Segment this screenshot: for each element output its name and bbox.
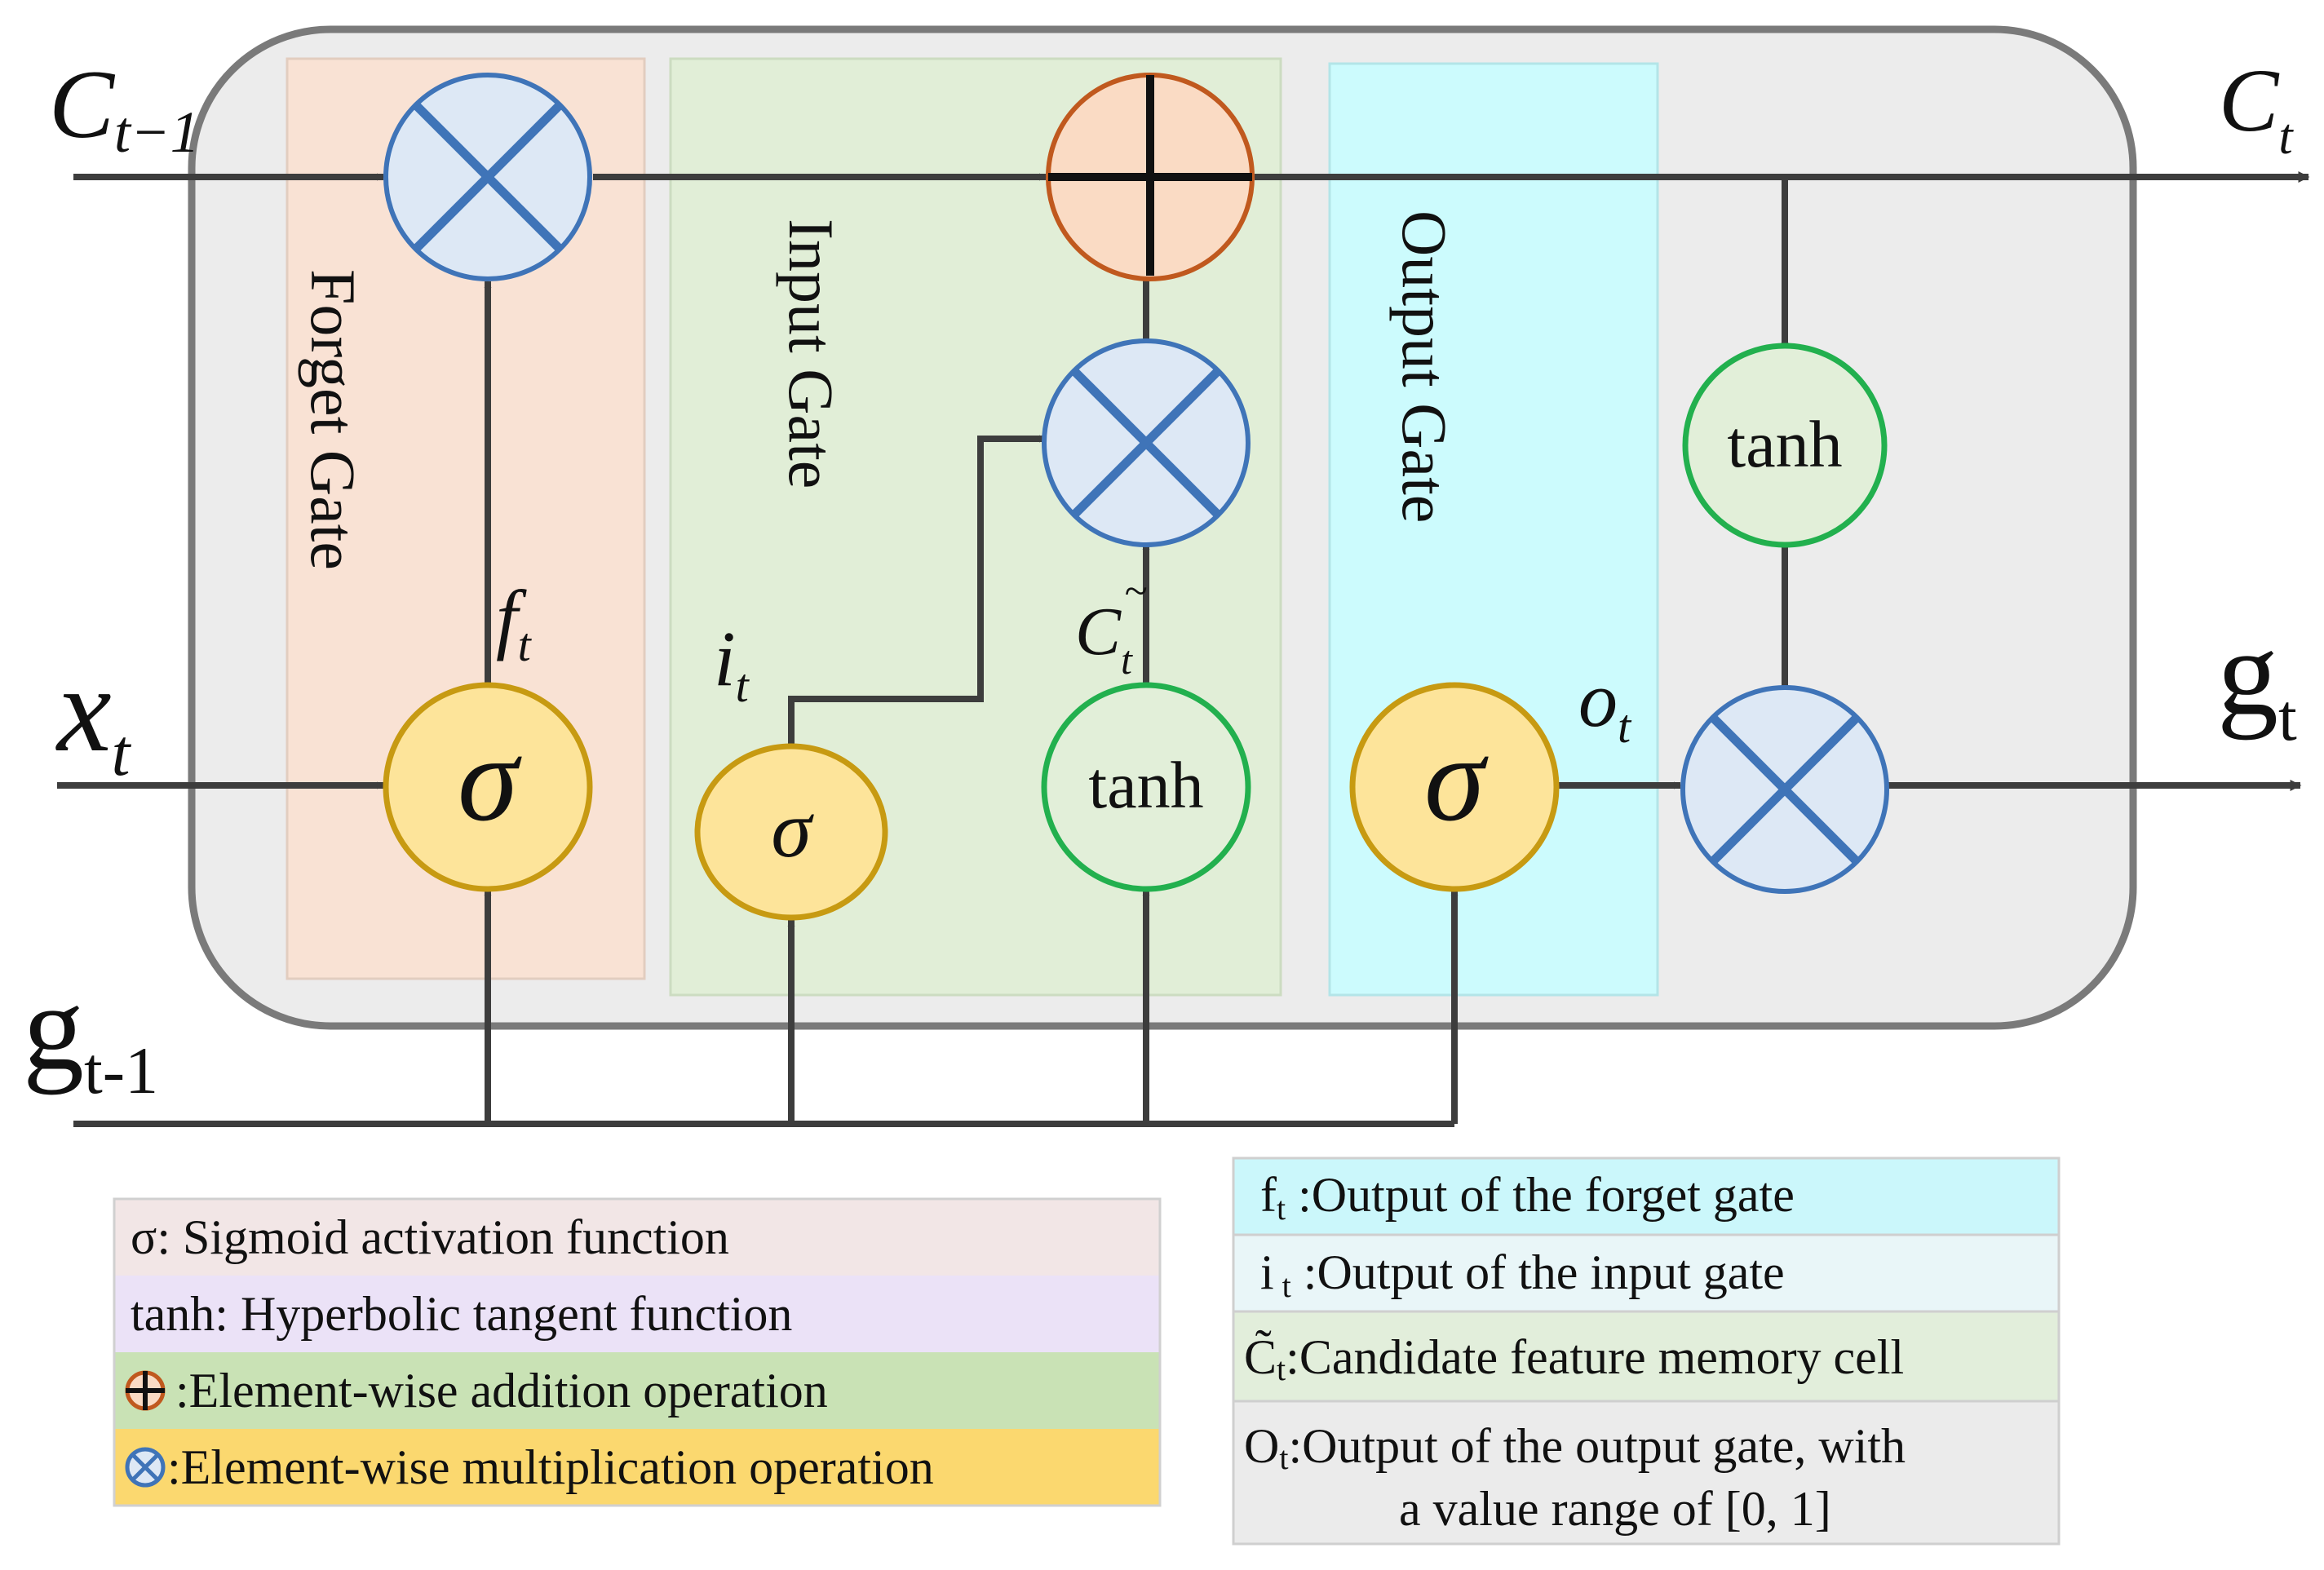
o-t-label: ot: [1578, 656, 1632, 753]
input-tanh-node: tanh: [1041, 682, 1251, 892]
legend-right: ft :Output of the forget gate i t :Outpu…: [1232, 1156, 2061, 1546]
multiply-icon: [125, 1447, 166, 1488]
svg-text:Ct: Ct: [1075, 594, 1133, 683]
g-prev-label: gt-1: [23, 960, 158, 1108]
output-gate-label: Output Gate: [1389, 210, 1460, 523]
output-tanh-label: tanh: [1727, 407, 1842, 481]
c-prev-label: Ct−1: [49, 50, 200, 165]
forget-gate-label: Forget Gate: [298, 269, 369, 570]
output-sigma-node: σ: [1349, 682, 1560, 892]
i-t-label: it: [714, 615, 750, 712]
legend-o-t-text-line2: a value range of [0, 1]: [1399, 1482, 1831, 1536]
forget-multiply-node: [383, 73, 592, 281]
legend-right-row-0: [1233, 1158, 2059, 1235]
legend-c-tilde-text: C̃t:Candidate feature memory cell: [1244, 1330, 1904, 1387]
legend-o-t-text: Ot:Output of the output gate, with: [1244, 1419, 1906, 1476]
output-multiply-node: [1680, 685, 1889, 894]
input-multiply-node: [1042, 338, 1251, 547]
legend-right-row-3: [1233, 1401, 2059, 1544]
input-gate-label: Input Gate: [776, 219, 847, 489]
c-t-label: Ct: [2219, 51, 2294, 165]
c-tilde-label: ~ Ct: [1075, 568, 1147, 683]
legend-f-t-text: ft :Output of the forget gate: [1260, 1168, 1795, 1227]
input-sigma-node: σ: [694, 743, 888, 921]
forget-sigma-node: σ: [383, 682, 593, 892]
forget-sigma-symbol: σ: [458, 711, 522, 847]
add-node: [1046, 73, 1255, 281]
legend-sigma-text: σ: Sigmoid activation function: [131, 1210, 729, 1264]
legend-right-row-2: [1233, 1311, 2059, 1401]
legend-left: σ: Sigmoid activation function tanh: Hyp…: [113, 1197, 1162, 1507]
output-sigma-symbol: σ: [1424, 711, 1489, 847]
c-tilde-accent: ~: [1124, 568, 1147, 615]
x-t-label: xt: [55, 642, 132, 789]
legend-left-row-0: [114, 1199, 1160, 1276]
legend-left-row-1: [114, 1276, 1160, 1352]
input-tanh-label: tanh: [1088, 748, 1203, 822]
legend-i-t-text: i t :Output of the input gate: [1260, 1245, 1785, 1304]
legend-left-row-2: [114, 1352, 1160, 1429]
output-tanh-node: tanh: [1682, 343, 1888, 548]
add-icon: [125, 1370, 166, 1411]
legend-left-row-3: [114, 1429, 1160, 1506]
legend-right-row-1: [1233, 1235, 2059, 1311]
legend-add-text: :Element-wise addition operation: [175, 1364, 828, 1417]
legend-multiply-text: :Element-wise multiplication operation: [167, 1440, 934, 1494]
i-t-line: [788, 435, 1047, 750]
input-sigma-symbol: σ: [771, 784, 814, 874]
legend-tanh-text: tanh: Hyperbolic tangent function: [131, 1287, 792, 1341]
g-t-label: gt: [2217, 605, 2297, 754]
